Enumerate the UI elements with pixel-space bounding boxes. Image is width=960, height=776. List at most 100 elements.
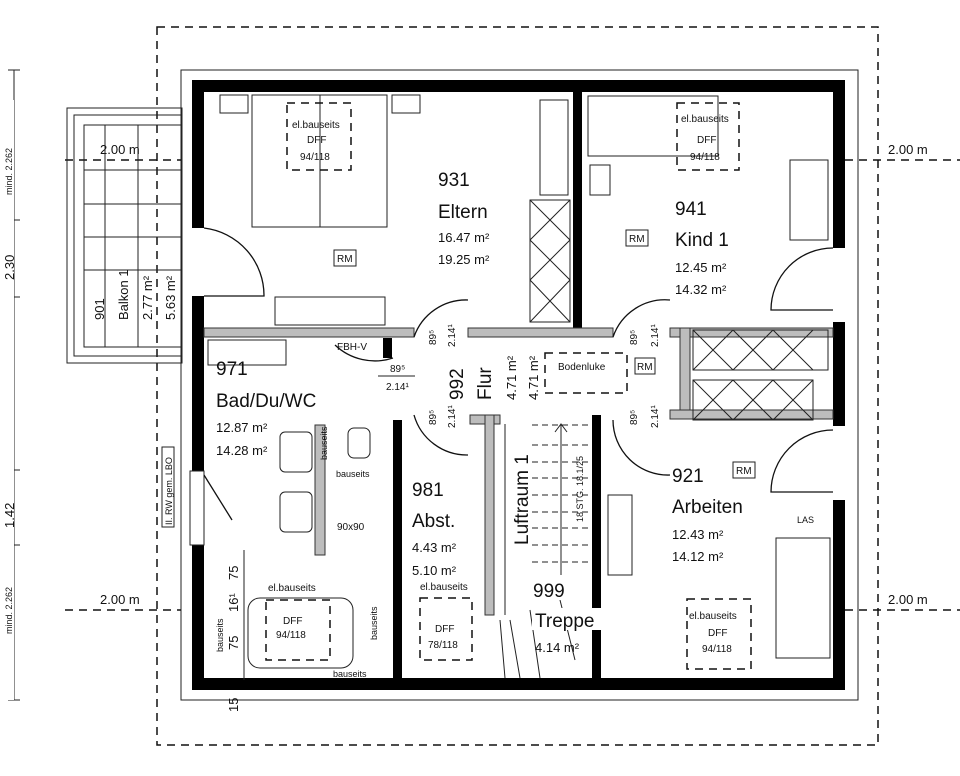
room-area: 5.10 m² xyxy=(412,563,457,578)
room-number: 992 xyxy=(447,368,468,400)
fbh-label: FBH-V xyxy=(337,342,367,353)
room-area: 2.77 m² xyxy=(140,275,155,320)
room-area: 14.28 m² xyxy=(216,443,268,458)
bauseits-note: bauseits xyxy=(215,618,225,652)
door-height: 2.14¹ xyxy=(386,382,409,393)
room-bad: 971 Bad/Du/WC 12.87 m² 14.28 m² bauseits… xyxy=(161,359,379,712)
las-label: LAS xyxy=(797,515,814,525)
window-note: el.bauseits xyxy=(681,114,729,125)
bauseits-note: bauseits xyxy=(369,606,379,640)
door-height: 2.14¹ xyxy=(447,405,458,428)
window-type: DFF xyxy=(435,624,454,635)
window-size: 94/118 xyxy=(702,644,732,655)
door-width: 89⁵ xyxy=(428,410,439,425)
room-area: 14.32 m² xyxy=(675,282,727,297)
window-size: 94/118 xyxy=(276,630,306,641)
room-area: 12.87 m² xyxy=(216,420,268,435)
left-dimension-chain: mind. 2.262 2.30 1.42 mind. 2.262 xyxy=(0,69,20,701)
bauseits-note: bauseits xyxy=(333,669,367,679)
height-lines: 2.00 m 2.00 m 2.00 m 2.00 m xyxy=(65,142,960,611)
door-height: 2.14¹ xyxy=(650,405,661,428)
room-area: 4.43 m² xyxy=(412,540,457,555)
room-number: 901 xyxy=(92,298,107,320)
interior-walls xyxy=(203,92,834,678)
room-area: 16.47 m² xyxy=(438,230,490,245)
window-note: el.bauseits xyxy=(292,120,340,131)
window-type: DFF xyxy=(307,135,326,146)
window-type: DFF xyxy=(283,616,302,627)
height-line-label: 2.00 m xyxy=(100,592,140,607)
room-flur: 992 Flur 4.71 m² 4.71 m² Bodenluke RM FB… xyxy=(337,324,661,428)
room-arbeiten: 921 Arbeiten 12.43 m² 14.12 m² RM LAS el… xyxy=(672,461,814,670)
dim-1-42: 1.42 xyxy=(2,503,17,528)
room-name: Flur xyxy=(475,367,496,400)
dim-15: 15 xyxy=(226,698,241,712)
roof-outline xyxy=(156,26,879,746)
room-name: Balkon 1 xyxy=(116,269,131,320)
height-line-label: 2.00 m xyxy=(888,142,928,157)
window-type: DFF xyxy=(708,628,727,639)
door-height: 2.14¹ xyxy=(447,324,458,347)
dim-75: 75 xyxy=(226,636,241,650)
room-area: 12.43 m² xyxy=(672,527,724,542)
window-note: el.bauseits xyxy=(268,583,316,594)
room-number: 999 xyxy=(533,581,565,602)
shower-size: 90x90 xyxy=(337,522,365,533)
room-number: 931 xyxy=(438,170,470,191)
void-label: Luftraum 1 xyxy=(512,454,533,545)
room-name: Eltern xyxy=(438,202,488,223)
doors xyxy=(189,227,834,546)
exterior-walls xyxy=(192,80,845,690)
stairs xyxy=(499,423,590,679)
window-type: DFF xyxy=(697,135,716,146)
room-area: 4.71 m² xyxy=(526,355,541,400)
window-note: el.bauseits xyxy=(420,582,468,593)
room-name: Bad/Du/WC xyxy=(216,391,316,412)
window-note: el.bauseits xyxy=(689,611,737,622)
window-size: 94/118 xyxy=(300,152,330,163)
room-name: Kind 1 xyxy=(675,230,729,251)
room-number: 971 xyxy=(216,359,248,380)
room-number: 921 xyxy=(672,466,704,487)
room-number: 981 xyxy=(412,480,444,501)
rm-label: RM xyxy=(637,362,653,373)
room-name: Treppe xyxy=(535,611,595,632)
rm-label: RM xyxy=(337,254,353,265)
door-width: 89⁵ xyxy=(428,330,439,345)
balcony: 901 Balkon 1 2.77 m² 5.63 m² xyxy=(66,107,183,364)
door-width: 89⁵ xyxy=(390,364,405,375)
room-name: Abst. xyxy=(412,511,455,532)
dim-mind-bottom: mind. 2.262 xyxy=(4,587,14,634)
room-abst: 981 Abst. 4.43 m² 5.10 m² el.bauseits DF… xyxy=(412,480,473,661)
window-size: 78/118 xyxy=(428,640,458,651)
room-area: 5.63 m² xyxy=(163,275,178,320)
bauseits-note: bauseits xyxy=(319,426,329,460)
room-number: 941 xyxy=(675,199,707,220)
room-treppe: 999 Treppe 4.14 m² xyxy=(532,578,604,655)
window-code-note: II. RW gem. LBO xyxy=(164,457,174,525)
rm-label: RM xyxy=(736,466,752,477)
room-area: 4.71 m² xyxy=(504,355,519,400)
room-luftraum: Luftraum 1 18 STG. 18.1/25 xyxy=(512,454,585,545)
room-name: Arbeiten xyxy=(672,497,743,518)
dim-mind-top: mind. 2.262 xyxy=(4,148,14,195)
outer-facade-line xyxy=(180,69,859,701)
height-line-label: 2.00 m xyxy=(888,592,928,607)
door-width: 89⁵ xyxy=(629,330,640,345)
height-line-label: 2.00 m xyxy=(100,142,140,157)
dim-16: 16¹ xyxy=(226,593,241,612)
stair-spec: 18 STG. 18.1/25 xyxy=(575,456,585,522)
room-area: 14.12 m² xyxy=(672,549,724,564)
room-area: 19.25 m² xyxy=(438,252,490,267)
dim-2-30: 2.30 xyxy=(2,255,17,280)
dim-75: 75 xyxy=(226,566,241,580)
rm-label: RM xyxy=(629,234,645,245)
furniture xyxy=(207,94,831,669)
window-size: 94/118 xyxy=(690,152,720,163)
bauseits-note: bauseits xyxy=(336,469,370,479)
room-kind-1: 941 Kind 1 12.45 m² 14.32 m² RM el.bause… xyxy=(625,102,740,297)
room-area: 4.14 m² xyxy=(535,640,580,655)
room-eltern: 931 Eltern 16.47 m² 19.25 m² RM el.bause… xyxy=(286,102,490,267)
room-area: 12.45 m² xyxy=(675,260,727,275)
